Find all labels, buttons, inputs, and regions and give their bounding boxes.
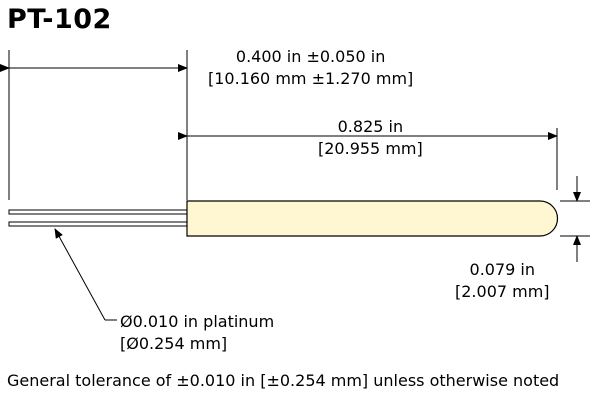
leader-line-lead-wire (54, 228, 106, 321)
part-number-title: PT-102 (7, 4, 112, 35)
body-length-imperial: 0.825 in (337, 117, 404, 136)
body-length-metric: [20.955 mm] (318, 139, 423, 158)
general-tolerance-note: General tolerance of ±0.010 in [±0.254 m… (7, 371, 560, 390)
lead-length-label: 0.400 in ±0.050 in [10.160 mm ±1.270 mm] (208, 46, 413, 90)
body-length-label: 0.825 in [20.955 mm] (318, 116, 423, 160)
sensor-body (186, 200, 559, 237)
body-diameter-imperial: 0.079 in (469, 260, 536, 279)
body-diameter-label: 0.079 in [2.007 mm] (455, 259, 550, 303)
lead-length-imperial: 0.400 in ±0.050 in (235, 47, 386, 66)
body-diameter-metric: [2.007 mm] (455, 282, 550, 301)
lead-wire-imperial: Ø0.010 in platinum (120, 312, 275, 331)
lead-wire-metric: [Ø0.254 mm] (120, 334, 228, 353)
lead-wire-bottom (8, 221, 190, 227)
lead-wire-top (8, 209, 190, 215)
lead-length-metric: [10.160 mm ±1.270 mm] (208, 69, 414, 88)
lead-wire-label: Ø0.010 in platinum [Ø0.254 mm] (120, 311, 274, 355)
